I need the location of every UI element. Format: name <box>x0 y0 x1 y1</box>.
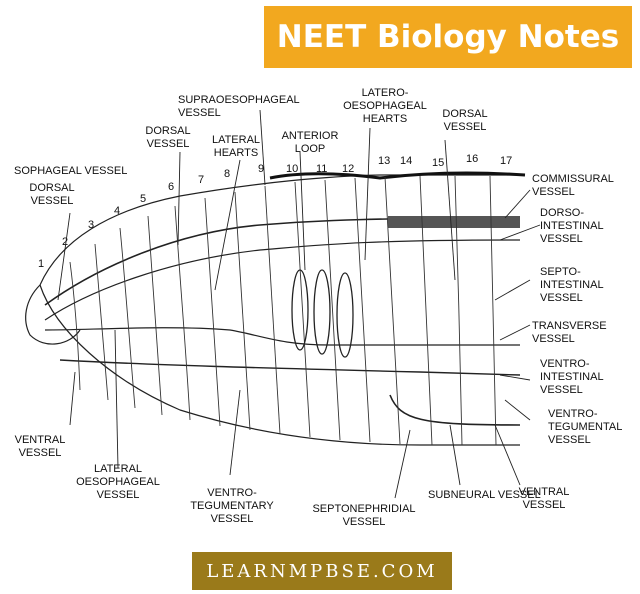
segment-number: 3 <box>88 219 94 231</box>
segment-number: 12 <box>342 163 354 175</box>
segment-number: 1 <box>38 258 44 270</box>
segment-number: 7 <box>198 174 204 186</box>
segment-number: 16 <box>466 153 478 165</box>
segment-number: 4 <box>114 205 120 217</box>
dorso-intestinal-block <box>388 216 520 228</box>
label-subneural: SUBNEURAL VESSEL <box>428 489 541 501</box>
label-sophageal: SOPHAGEAL VESSEL <box>14 165 127 177</box>
segment-number: 5 <box>140 193 146 205</box>
segment-number: 8 <box>224 168 230 180</box>
segment-number: 13 <box>378 155 390 167</box>
segment-number: 6 <box>168 181 174 193</box>
segment-number: 14 <box>400 155 412 167</box>
title-banner: NEET Biology Notes <box>264 6 632 68</box>
footer-banner: LEARNMPBSE.COM <box>192 552 452 590</box>
segment-number: 15 <box>432 157 444 169</box>
segment-septa <box>69 175 497 446</box>
lateral-hearts-loops <box>291 269 354 358</box>
page-title: NEET Biology Notes <box>276 19 620 55</box>
segment-number: 17 <box>500 155 512 167</box>
segment-number: 10 <box>286 163 298 175</box>
segment-number: 9 <box>258 163 264 175</box>
pointer-lines <box>57 109 541 499</box>
segment-number: 11 <box>316 163 327 175</box>
dorsal-wall-line <box>269 171 526 180</box>
segment-number: 2 <box>62 236 68 248</box>
footer-site: LEARNMPBSE.COM <box>206 560 438 582</box>
